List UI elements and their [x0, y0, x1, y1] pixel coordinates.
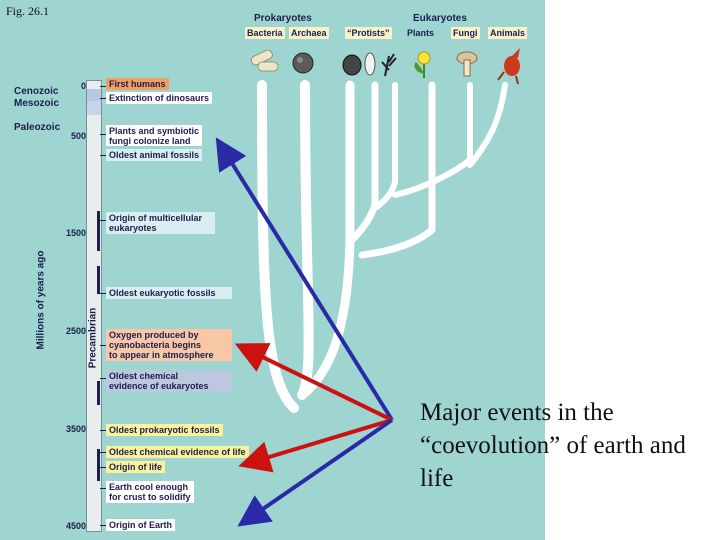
event-tick: [100, 378, 106, 379]
event-extinction-dinosaurs: Extinction of dinosaurs: [106, 92, 213, 104]
event-oldest-eukaryotic-fossils: Oldest eukaryotic fossils: [106, 287, 232, 299]
event-plants-colonize-land: Plants and symbiotic fungi colonize land: [106, 125, 203, 146]
event-tick: [100, 98, 106, 99]
event-crust-solidify: Earth cool enough for crust to solidify: [106, 481, 194, 503]
event-oldest-prokaryotic-fossils: Oldest prokaryotic fossils: [106, 424, 223, 436]
event-tick: [100, 134, 106, 135]
event-tick: [100, 345, 106, 346]
event-tick: [100, 452, 106, 453]
event-first-humans: First humans: [106, 78, 169, 90]
plant-icon: [414, 51, 431, 78]
event-oxygen-cyanobacteria: Oxygen produced by cyanobacteria begins …: [106, 329, 232, 361]
event-tick: [100, 293, 106, 294]
tick-label: 0: [80, 81, 86, 91]
eukaryotes-header: Eukaryotes: [413, 13, 467, 24]
animal-icon: [497, 48, 520, 85]
bacteria-icon: [250, 49, 279, 72]
tick-label: 500: [70, 131, 86, 141]
event-tick: [100, 430, 106, 431]
taxon-bacteria: Bacteria: [245, 27, 285, 39]
prokaryotes-header: Prokaryotes: [254, 13, 312, 24]
red-arrow-to-origin-of-life: [238, 418, 393, 473]
event-tick: [100, 155, 106, 156]
event-origin-multicellular: Origin of multicellular eukaryotes: [106, 212, 215, 234]
tick-label: 1500: [65, 228, 86, 238]
figure-label: Fig. 26.1: [6, 4, 50, 18]
event-origin-of-life: Origin of life: [106, 461, 165, 473]
era-cenozoic: Cenozoic: [14, 86, 59, 97]
taxon-animals: Animals: [488, 27, 528, 39]
era-mesozoic: Mesozoic: [14, 98, 60, 109]
fungus-icon: [456, 51, 478, 77]
tick-label: 3500: [65, 424, 86, 434]
timeline-bar: [86, 80, 102, 532]
tick-label: 2500: [65, 326, 86, 336]
red-arrow-to-oxygen: [234, 343, 393, 422]
event-chemical-evidence-eukaryotes: Oldest chemical evidence of eukaryotes: [106, 370, 232, 392]
taxon-archaea: Archaea: [289, 27, 329, 39]
event-tick: [100, 525, 106, 526]
event-tick: [100, 488, 106, 489]
event-tick: [100, 86, 106, 87]
tick-label: 4500: [65, 521, 86, 531]
taxon-fungi: Fungi: [451, 27, 480, 39]
event-tick: [100, 467, 106, 468]
event-oldest-animal-fossils: Oldest animal fossils: [106, 149, 203, 161]
event-tick: [100, 220, 106, 221]
slide-caption: Major events in the “coevolution” of ear…: [420, 399, 686, 492]
era-paleozoic: Paleozoic: [14, 122, 61, 133]
blue-arrow-to-origin-of-earth: [237, 418, 394, 527]
protist-icon: [342, 52, 397, 77]
taxon-protists: “Protists”: [345, 27, 392, 39]
event-origin-of-earth: Origin of Earth: [106, 519, 175, 531]
blue-arrow-to-land-plants: [215, 137, 394, 422]
phylogenetic-tree: [250, 48, 520, 413]
archaea-icon: [292, 52, 314, 74]
taxon-plants: Plants: [407, 28, 435, 38]
